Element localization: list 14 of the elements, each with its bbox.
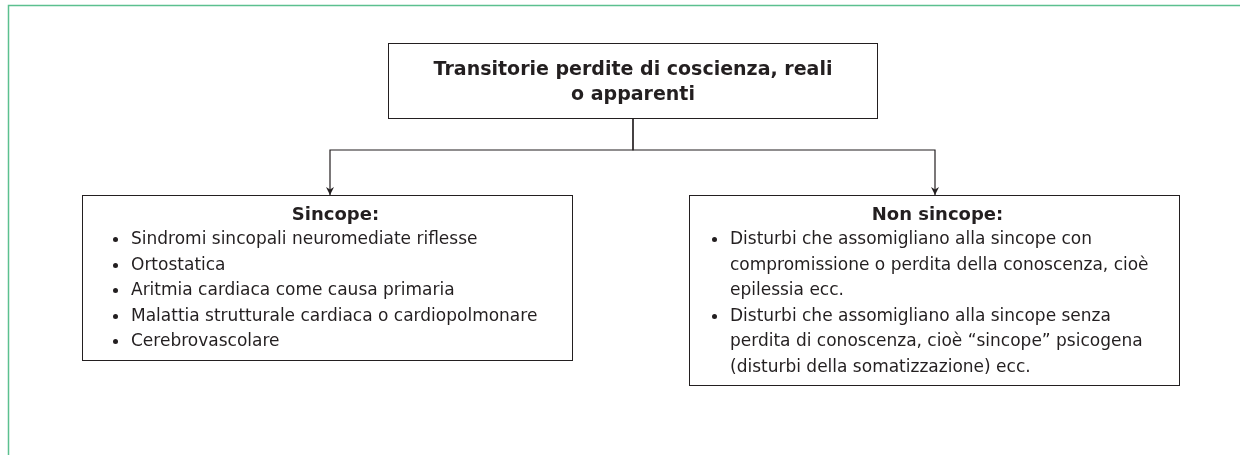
list-item: Aritmia cardiaca come causa primaria — [131, 279, 455, 299]
list-item: Disturbi che assomigliano alla sincope con compromissione o perdita della conoscenza, cioè epilessia ecc. — [730, 228, 1149, 299]
root-box — [388, 43, 878, 119]
list-item: Cerebrovascolare — [131, 330, 280, 350]
list-item: Ortostatica — [131, 253, 226, 274]
category-box — [82, 195, 573, 361]
connector-arrow — [632, 118, 939, 196]
list-item: Sindromi sincopali neuromediate riflesse — [131, 228, 478, 248]
category-heading: Non sincope: — [870, 202, 1005, 226]
category-heading: Sincope: — [290, 202, 381, 226]
root-title: Transitorie perdite di coscienza, reali o apparenti — [432, 56, 834, 106]
category-box — [689, 195, 1180, 386]
list-item: Disturbi che assomigliano alla sincope senza perdita di conoscenza, cioè “sincope” psicogena (disturbi della somatizzazione) ecc. — [730, 304, 1143, 376]
list-item: Malattia strutturale cardiaca o cardiopolmonare — [131, 304, 538, 325]
